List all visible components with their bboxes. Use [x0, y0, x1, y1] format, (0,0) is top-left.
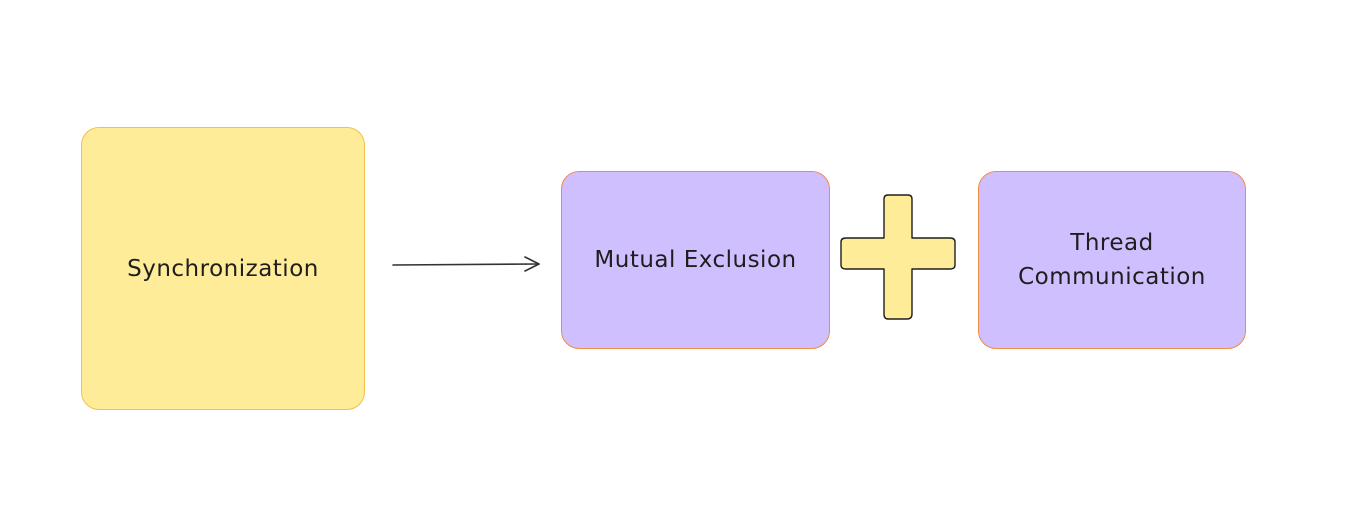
- plus-shape: [840, 194, 956, 320]
- mutual-exclusion-label: Mutual Exclusion: [594, 247, 797, 273]
- synchronization-label: Synchronization: [127, 255, 319, 282]
- thread-communication-label: Thread Communication: [1018, 230, 1206, 290]
- plus-operator: [840, 194, 956, 320]
- synchronization-node[interactable]: Synchronization: [81, 127, 365, 410]
- thread-communication-node[interactable]: Thread Communication: [978, 171, 1246, 349]
- arrow-shaft: [392, 263, 540, 266]
- arrow-head: [524, 256, 540, 272]
- arrow-sync-to-mutex: [392, 256, 540, 272]
- mutual-exclusion-node[interactable]: Mutual Exclusion: [561, 171, 830, 349]
